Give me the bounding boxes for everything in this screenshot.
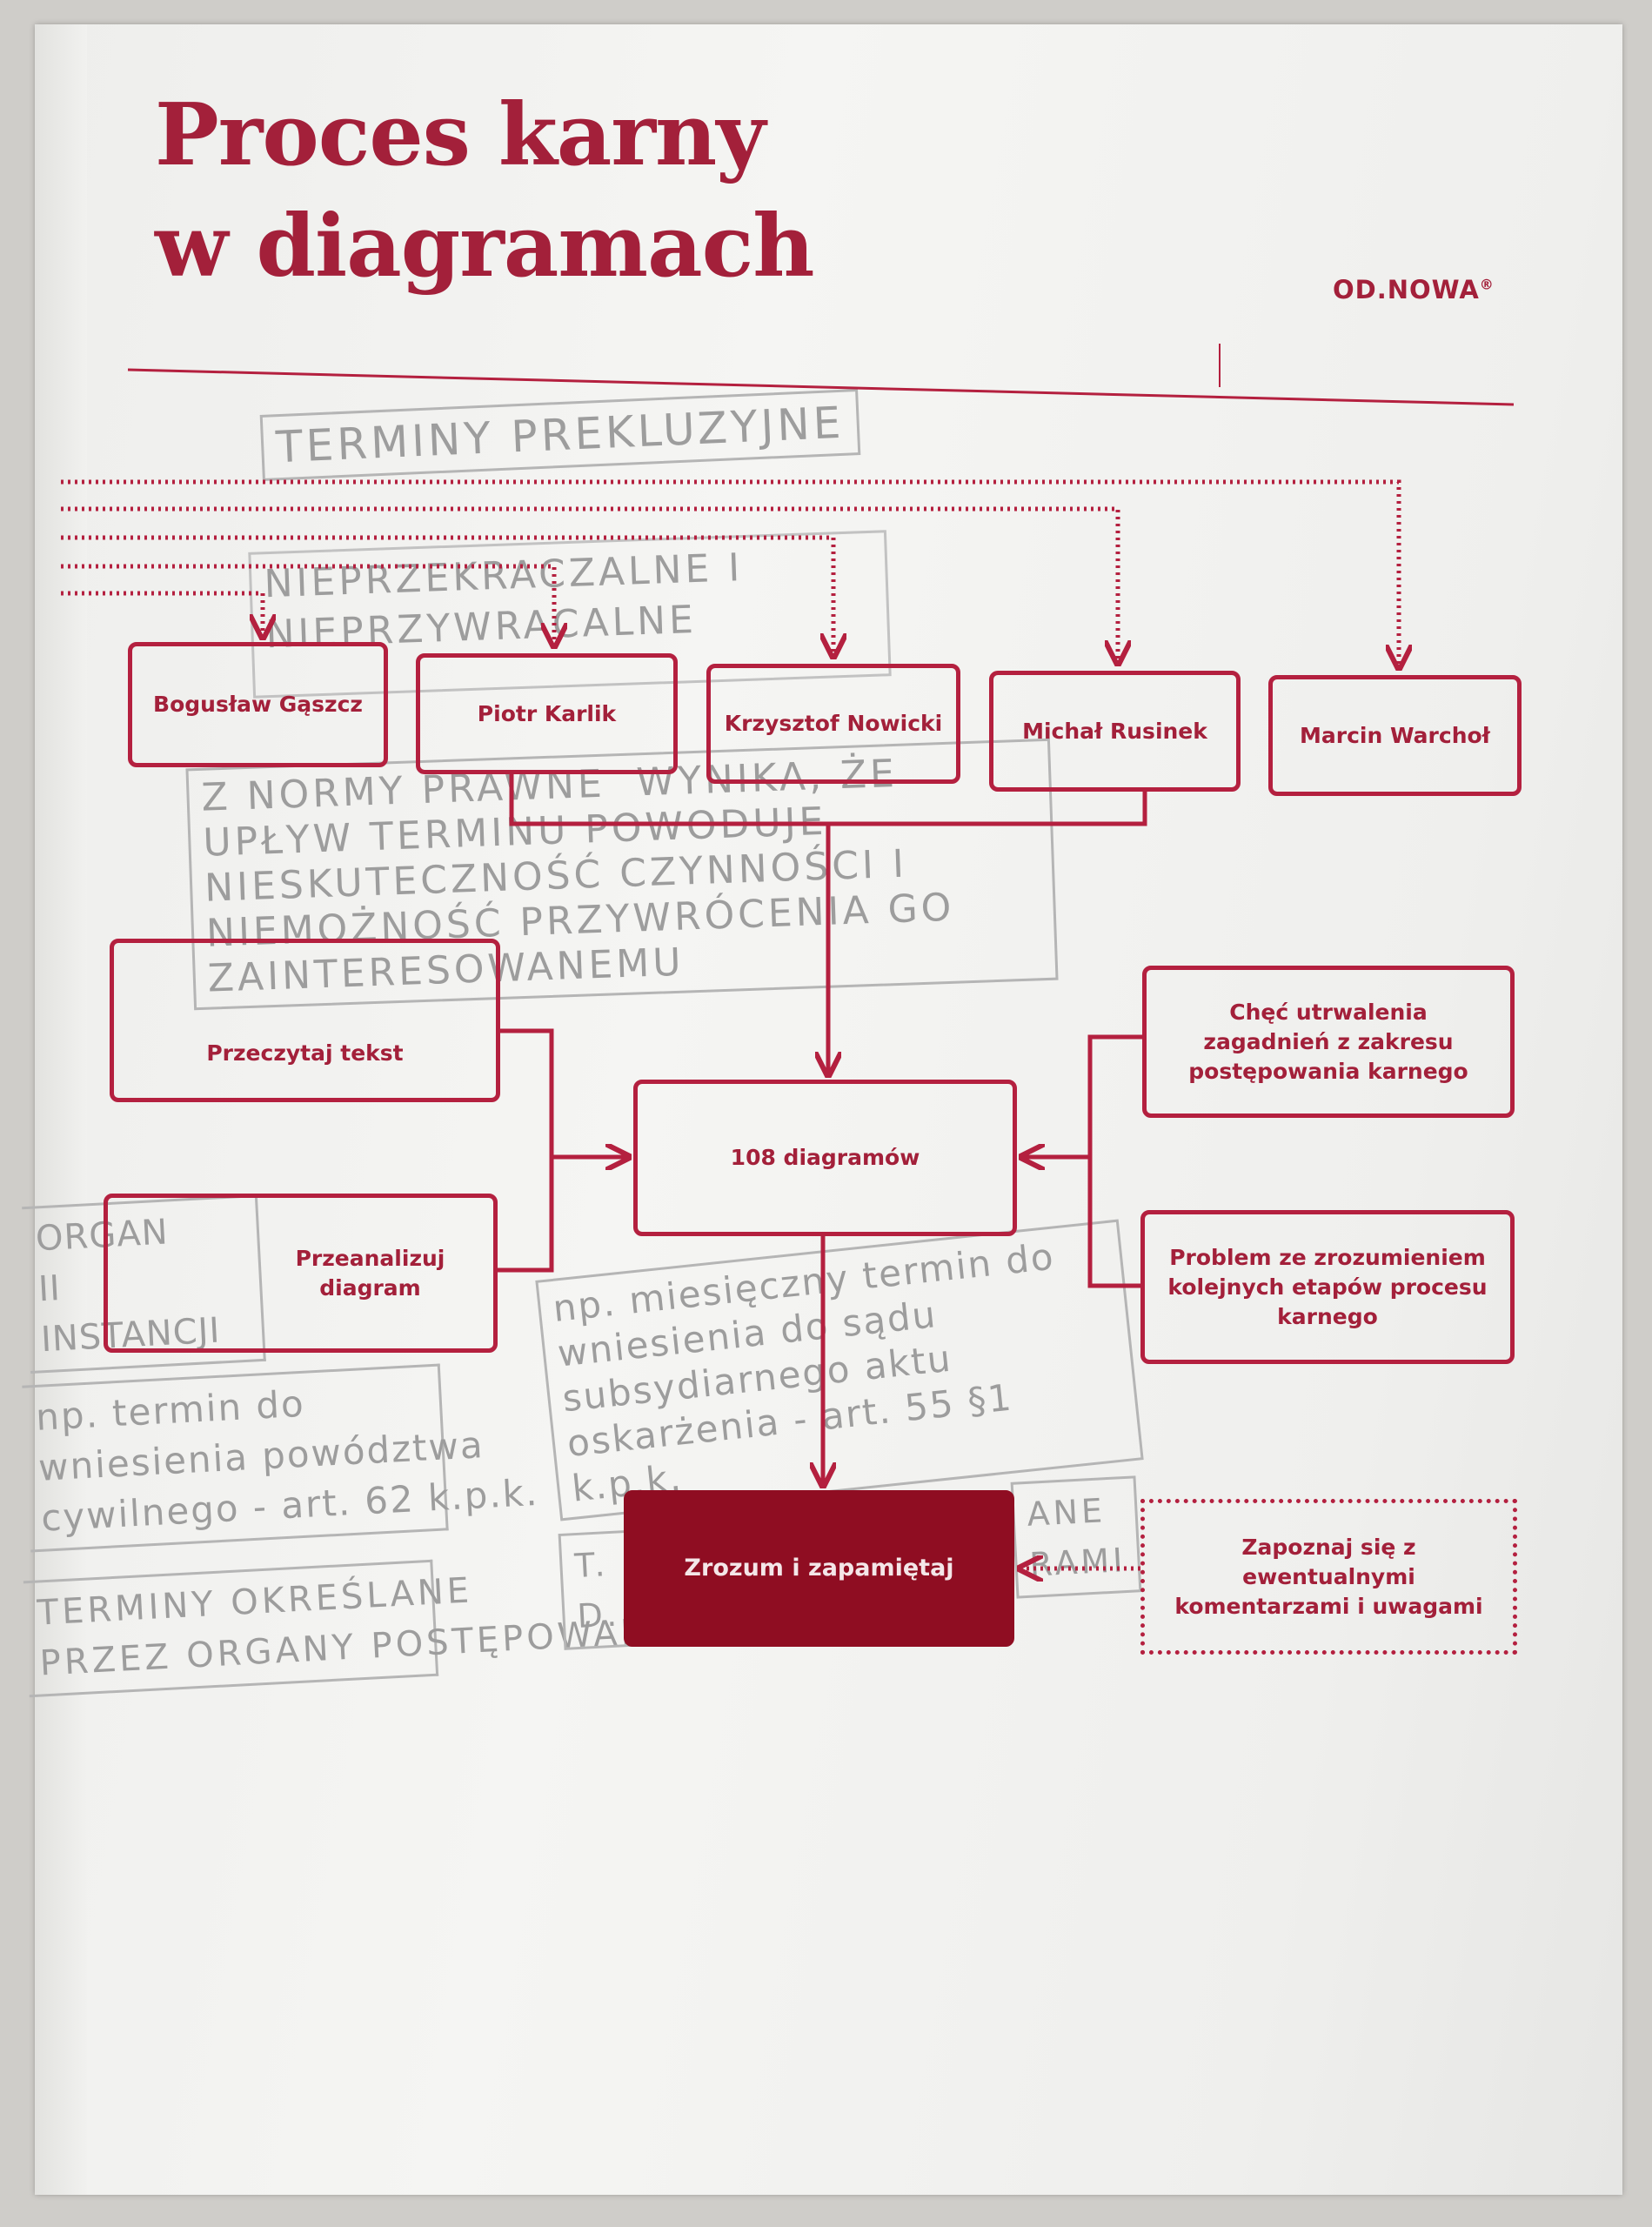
result-label: Zrozum i zapamiętaj: [684, 1555, 954, 1582]
author-name: Marcin Warchoł: [1300, 722, 1490, 748]
title-line-1: Proces karny: [155, 85, 766, 185]
dotted-arrow-karlik: [61, 564, 554, 646]
dotted-arrow-warchol: [61, 479, 1399, 668]
author-name: Piotr Karlik: [477, 700, 617, 726]
connector-right: [1087, 1034, 1142, 1288]
motive-box-consolidate: Chęć utrwalenia zagadnień z zakresu post…: [1142, 966, 1515, 1118]
publisher-logo: OD.NOWA®: [1333, 275, 1495, 304]
motive-label: Chęć utrwalenia zagadnień z zakresu post…: [1188, 999, 1468, 1084]
author-box-nowicki: Krzysztof Nowicki: [706, 664, 960, 784]
author-name: Bogusław Gąszcz: [153, 692, 363, 717]
connector-read: [498, 1028, 554, 1273]
header-rule: [127, 368, 1515, 406]
center-label: 108 diagramów: [730, 1145, 920, 1170]
dotted-arrow-gaszcz: [61, 591, 263, 638]
dotted-arrow-rusinek: [61, 506, 1118, 664]
motive-box-understanding: Problem ze zrozumieniem kolejnych etapów…: [1140, 1210, 1515, 1364]
author-box-warchol: Marcin Warchoł: [1268, 675, 1522, 796]
motive-label: Problem ze zrozumieniem kolejnych etapów…: [1167, 1244, 1488, 1329]
read-text-label: Przeczytaj tekst: [206, 1040, 404, 1066]
comments-box: Zapoznaj się z ewentualnymi komentarzami…: [1140, 1499, 1517, 1655]
center-box-108-diagrams: 108 diagramów: [633, 1080, 1017, 1236]
book-spine-edge: [35, 24, 87, 2195]
dotted-arrow-nowicki: [61, 535, 833, 657]
author-name: Michał Rusinek: [1022, 718, 1207, 744]
analyze-diagram-label: Przeanalizuj diagram: [295, 1245, 445, 1301]
publisher-name: OD.NOWA: [1333, 275, 1480, 304]
registered-mark: ®: [1479, 276, 1495, 293]
author-box-gaszcz: Bogusław Gąszcz: [128, 642, 388, 767]
comments-label: Zapoznaj się z ewentualnymi komentarzami…: [1174, 1534, 1483, 1619]
result-box-understand-remember: Zrozum i zapamiętaj: [624, 1490, 1014, 1647]
title-line-2: w diagramach: [155, 197, 815, 297]
read-text-box: Przeczytaj tekst: [110, 939, 500, 1102]
author-box-rusinek: Michał Rusinek: [989, 671, 1241, 792]
analyze-diagram-box: Przeanalizuj diagram: [104, 1194, 498, 1353]
book-title: Proces karny w diagramach: [155, 80, 815, 303]
author-box-karlik: Piotr Karlik: [416, 653, 678, 774]
author-name: Krzysztof Nowicki: [724, 711, 943, 736]
